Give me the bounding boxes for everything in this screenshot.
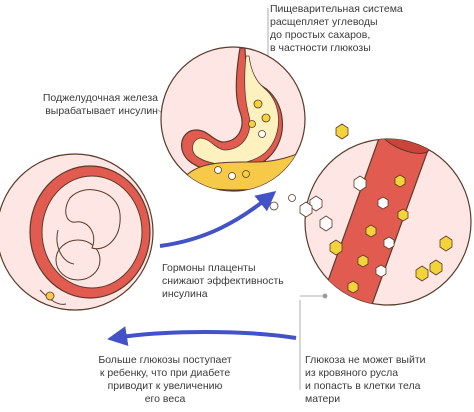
- label-digestion-line-3: до простых сахаров,: [270, 29, 371, 41]
- label-fetus-line-2: к ребенку, что при диабете: [99, 367, 231, 379]
- label-fetus: Больше глюкозы поступает к ребенку, что …: [84, 354, 246, 406]
- arrow-to-fetus: [107, 326, 297, 346]
- glucose-hexagon-icon: [299, 123, 453, 282]
- label-hormones: Гормоны плаценты снижают эффективность и…: [162, 262, 284, 301]
- label-pancreas-line-2: вырабатывает инсулин: [45, 105, 158, 117]
- label-pancreas: Поджелудочная железа вырабатывает инсули…: [8, 92, 158, 118]
- label-fetus-line-3: приводит к увеличению: [107, 380, 223, 392]
- label-blood-line-1: Глюкоза не может выйти: [305, 354, 426, 366]
- label-hormones-line-1: Гормоны плаценты: [162, 262, 256, 274]
- label-pancreas-line-1: Поджелудочная железа: [42, 92, 158, 104]
- blood-leader-dot: [322, 293, 328, 299]
- arrows: [107, 190, 297, 346]
- stomach-illustration: [160, 46, 306, 192]
- arrow-to-vessel: [159, 190, 277, 248]
- label-hormones-line-3: инсулина: [162, 288, 208, 300]
- label-fetus-line-4: его веса: [144, 393, 186, 405]
- label-blood: Глюкоза не может выйти из кровяного русл…: [305, 354, 426, 406]
- blood-vessel-illustration: [304, 138, 472, 306]
- label-blood-line-4: матери: [305, 393, 341, 405]
- glucose-dots: [269, 194, 296, 211]
- label-blood-line-3: и попасть в клетки тела: [305, 380, 421, 392]
- label-digestion-line-2: расщепляет углеводы: [270, 16, 378, 28]
- label-hormones-line-2: снижают эффективность: [162, 275, 284, 287]
- fetus-illustration: [0, 153, 154, 311]
- label-fetus-line-1: Больше глюкозы поступает: [98, 354, 232, 366]
- label-digestion: Пищеварительная система расщепляет углев…: [270, 3, 403, 55]
- label-digestion-line-4: в частности глюкозы: [270, 42, 371, 54]
- label-blood-line-2: из кровяного русла: [305, 367, 399, 379]
- label-digestion-line-1: Пищеварительная система: [270, 3, 403, 15]
